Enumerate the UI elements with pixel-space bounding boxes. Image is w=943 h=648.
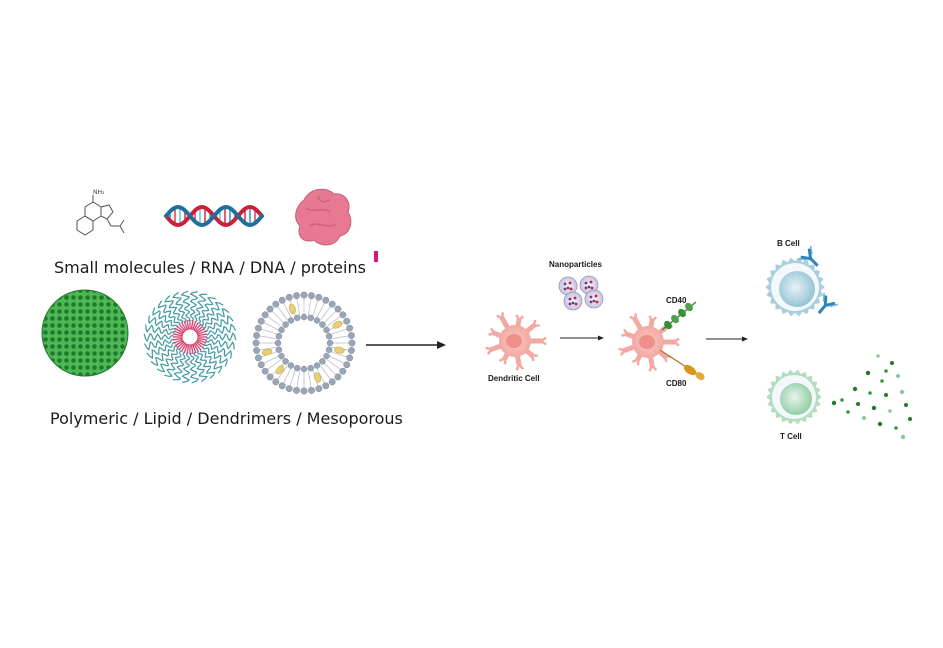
cd80-receptor-icon bbox=[659, 349, 705, 381]
dendritic-cell-label: Dendritic Cell bbox=[488, 374, 540, 383]
cd80-label: CD80 bbox=[666, 379, 687, 388]
dendritic-cell bbox=[485, 312, 547, 371]
t-cell-label: T Cell bbox=[780, 432, 802, 441]
accent-mark bbox=[374, 251, 378, 262]
polymeric-nanoparticle-icon bbox=[41, 289, 129, 377]
dna-helix-icon bbox=[164, 204, 264, 228]
arrow-to-activated-cell bbox=[560, 335, 604, 341]
b-cell bbox=[765, 257, 825, 317]
small-molecule-icon bbox=[76, 195, 125, 236]
dendrimer-icon bbox=[143, 290, 237, 384]
molecule-label: NH₂ bbox=[93, 189, 105, 196]
cytokine-dots bbox=[831, 354, 912, 440]
antibody-icon bbox=[797, 245, 839, 315]
arrow-to-lymphocytes bbox=[706, 336, 748, 342]
activated-dendritic-cell bbox=[618, 313, 680, 372]
t-cell bbox=[766, 369, 822, 425]
main-arrow bbox=[366, 341, 446, 349]
nanoparticles-label: Nanoparticles bbox=[549, 260, 602, 269]
cd40-label: CD40 bbox=[666, 296, 687, 305]
cd40-receptor-icon bbox=[661, 301, 697, 331]
cargo-caption: Small molecules / RNA / DNA / proteins bbox=[54, 258, 366, 277]
liposome-icon bbox=[252, 291, 356, 395]
b-cell-label: B Cell bbox=[777, 239, 800, 248]
protein-icon bbox=[295, 188, 352, 246]
carrier-caption: Polymeric / Lipid / Dendrimers / Mesopor… bbox=[50, 409, 403, 428]
nanoparticles-cluster bbox=[558, 275, 604, 311]
